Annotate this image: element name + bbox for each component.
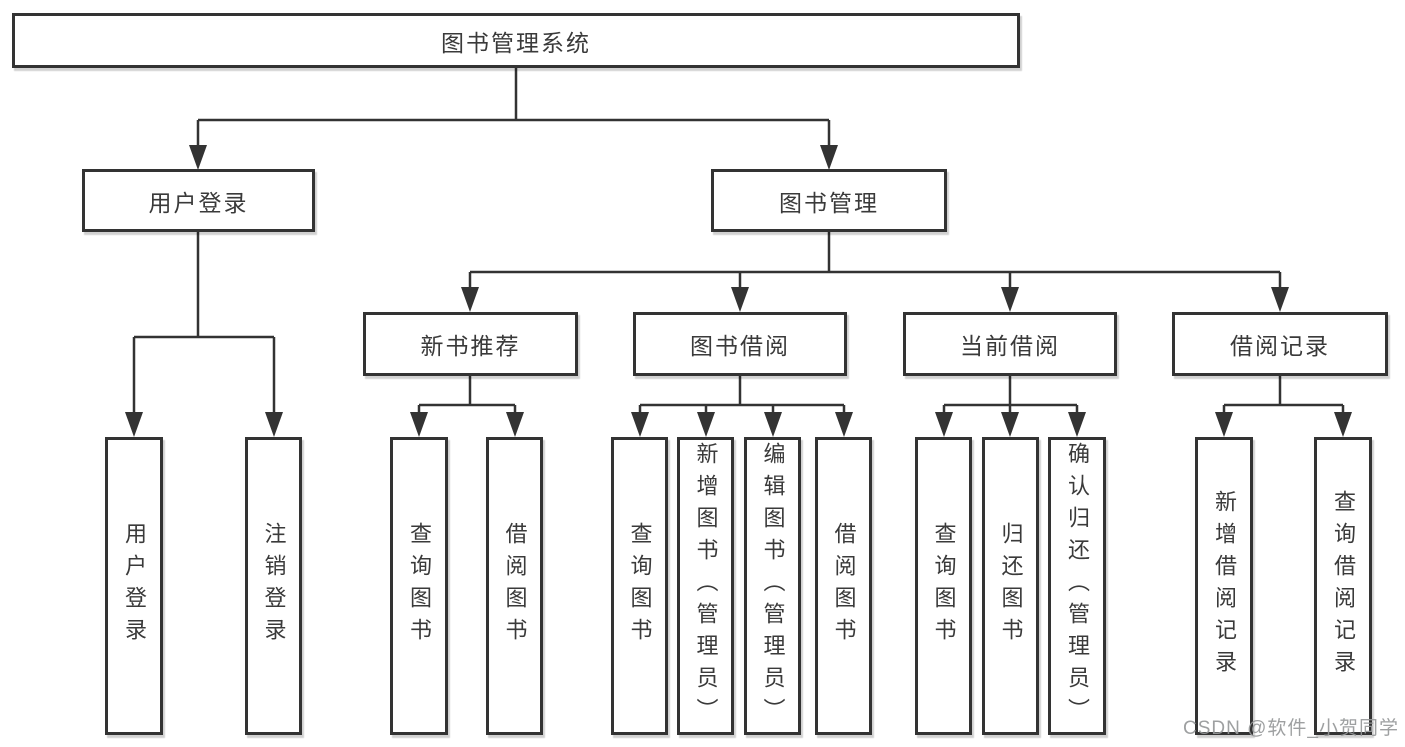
leaf-logout-label: 注销登录 — [261, 522, 287, 650]
node-current-borrowing-label: 当前借阅 — [960, 333, 1060, 359]
leaf-query-books-current-label: 查询图书 — [931, 522, 957, 650]
leaf-add-books-admin-label: 新增图书（管理员） — [693, 442, 719, 730]
node-new-book-recommend-label: 新书推荐 — [420, 333, 521, 359]
leaf-query-borrow-record: 查询借阅记录 — [1314, 437, 1372, 735]
node-new-book-recommend: 新书推荐 — [363, 312, 578, 376]
arrowheads — [125, 145, 1352, 437]
leaf-confirm-return-admin: 确认归还（管理员） — [1048, 437, 1106, 735]
node-root-label: 图书管理系统 — [441, 29, 591, 56]
node-borrow-records: 借阅记录 — [1172, 312, 1388, 376]
leaf-query-books-borrowing: 查询图书 — [611, 437, 668, 735]
leaf-logout: 注销登录 — [245, 437, 302, 735]
leaf-return-books: 归还图书 — [982, 437, 1039, 735]
node-book-borrowing: 图书借阅 — [633, 312, 847, 376]
node-user-login-label: 用户登录 — [148, 189, 249, 216]
leaf-borrow-books-borrowing: 借阅图书 — [815, 437, 872, 735]
node-book-management-label: 图书管理 — [779, 189, 879, 216]
node-book-borrowing-label: 图书借阅 — [690, 333, 790, 359]
leaf-query-books-recommend-label: 查询图书 — [407, 522, 432, 650]
leaf-borrow-books-borrowing-label: 借阅图书 — [831, 522, 857, 650]
node-current-borrowing: 当前借阅 — [903, 312, 1117, 376]
leaf-edit-books-admin-label: 编辑图书（管理员） — [760, 442, 786, 730]
node-book-management: 图书管理 — [711, 169, 947, 232]
leaf-query-borrow-record-label: 查询借阅记录 — [1331, 490, 1356, 682]
leaf-edit-books-admin: 编辑图书（管理员） — [744, 437, 801, 735]
leaf-query-books-borrowing-label: 查询图书 — [627, 522, 653, 650]
node-user-login: 用户登录 — [82, 169, 315, 232]
leaf-borrow-books-recommend-label: 借阅图书 — [502, 522, 528, 650]
watermark: CSDN @软件_小贺同学 — [1183, 718, 1399, 739]
leaf-user-login-label: 用户登录 — [122, 522, 147, 650]
connector-paths — [132, 68, 1345, 418]
node-root: 图书管理系统 — [12, 13, 1020, 68]
leaf-add-borrow-record: 新增借阅记录 — [1195, 437, 1253, 735]
leaf-add-books-admin: 新增图书（管理员） — [677, 437, 734, 735]
leaf-borrow-books-recommend: 借阅图书 — [486, 437, 543, 735]
leaf-query-books-recommend: 查询图书 — [390, 437, 448, 735]
leaf-query-books-current: 查询图书 — [915, 437, 972, 735]
node-borrow-records-label: 借阅记录 — [1230, 333, 1330, 359]
leaf-user-login: 用户登录 — [105, 437, 163, 735]
leaf-add-borrow-record-label: 新增借阅记录 — [1212, 490, 1237, 682]
leaf-confirm-return-admin-label: 确认归还（管理员） — [1065, 442, 1090, 730]
leaf-return-books-label: 归还图书 — [998, 522, 1024, 650]
